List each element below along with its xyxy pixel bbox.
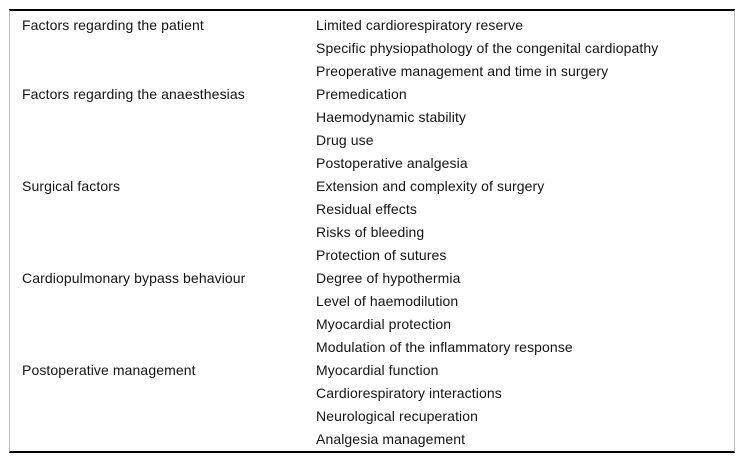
item-text: Modulation of the inflammatory response [316,339,573,355]
item-text: Protection of sutures [316,247,447,263]
item-text: Cardiorespiratory interactions [316,385,502,401]
table-row: Postoperative management Myocardial funct… [22,359,734,451]
table-row: Surgical factors Extension and complexity… [22,175,734,267]
category-cell: Cardiopulmonary bypass behaviour [22,270,246,286]
item-text: Degree of hypothermia [316,270,461,286]
factors-table: Factors regarding the patient Limited car… [9,9,735,453]
item-text: Premedication [316,86,407,102]
table-body: Factors regarding the patient Limited car… [10,11,734,451]
category-cell: Factors regarding the patient [22,17,204,33]
item-text: Postoperative analgesia [316,155,468,171]
item-text: Specific physiopathology of the congenit… [316,40,659,56]
item-text: Neurological recuperation [316,408,479,424]
item-text: Limited cardiorespiratory reserve [316,17,524,33]
item-text: Preoperative management and time in surg… [316,63,609,79]
category-cell: Factors regarding the anaesthesias [22,86,245,102]
table-row: Factors regarding the patient Limited car… [22,14,734,83]
item-text: Drug use [316,132,374,148]
item-text: Haemodynamic stability [316,109,467,125]
item-text: Analgesia management [316,431,466,447]
item-text: Extension and complexity of surgery [316,178,545,194]
item-text: Myocardial function [316,362,439,378]
item-text: Risks of bleeding [316,224,425,240]
item-text: Residual effects [316,201,417,217]
table-row: Factors regarding the anaesthesias Premed… [22,83,734,175]
category-cell: Surgical factors [22,178,121,194]
table-row: Cardiopulmonary bypass behaviour Degree o… [22,267,734,359]
item-text: Myocardial protection [316,316,452,332]
category-cell: Postoperative management [22,362,196,378]
item-text: Level of haemodilution [316,293,459,309]
